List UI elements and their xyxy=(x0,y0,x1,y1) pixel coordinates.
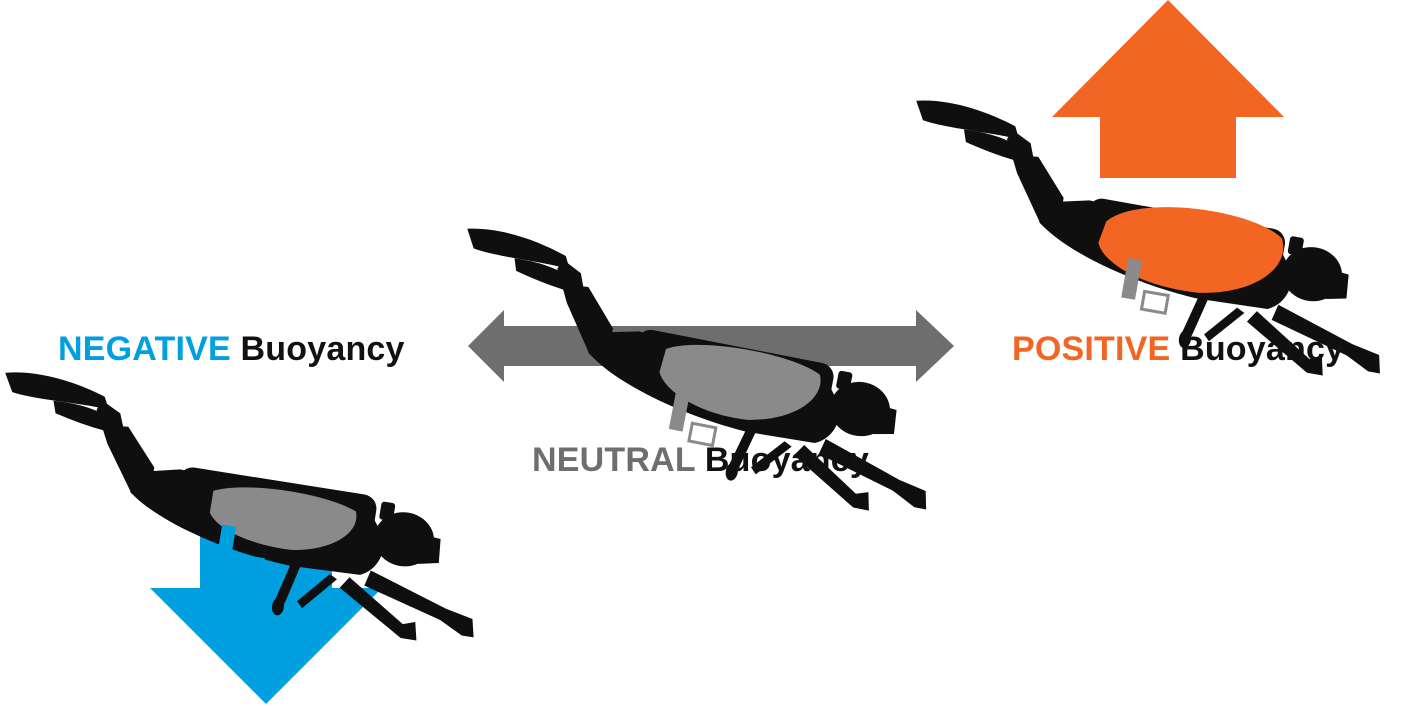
diver-positive xyxy=(881,97,1402,386)
bcd-inflated xyxy=(1098,207,1284,293)
word-buoyancy: Buoyancy xyxy=(704,441,869,479)
tank-band-buckle xyxy=(215,524,236,567)
diver-negative xyxy=(0,369,504,650)
weight-pocket xyxy=(234,554,265,579)
word-buoyancy: Buoyancy xyxy=(240,330,405,368)
up-arrow-icon xyxy=(1052,0,1284,178)
label-positive-buoyancy: POSITIVE Buoyancy xyxy=(1012,330,1344,369)
down-arrow-icon xyxy=(150,530,382,704)
label-negative-buoyancy: NEGATIVE Buoyancy xyxy=(58,330,405,369)
keyword-positive: POSITIVE xyxy=(1012,330,1171,368)
weight-pocket xyxy=(687,421,718,448)
weight-pocket xyxy=(1139,289,1171,315)
tank-band-buckle xyxy=(1121,257,1142,300)
tank-band-buckle xyxy=(668,389,691,432)
keyword-negative: NEGATIVE xyxy=(58,330,231,368)
bcd-partial xyxy=(659,344,821,420)
label-neutral-buoyancy: NEUTRAL Buoyancy xyxy=(532,441,869,480)
diver-neutral xyxy=(429,225,963,522)
bcd-deflated xyxy=(209,487,357,551)
word-buoyancy: Buoyancy xyxy=(1180,330,1345,368)
keyword-neutral: NEUTRAL xyxy=(532,441,696,479)
